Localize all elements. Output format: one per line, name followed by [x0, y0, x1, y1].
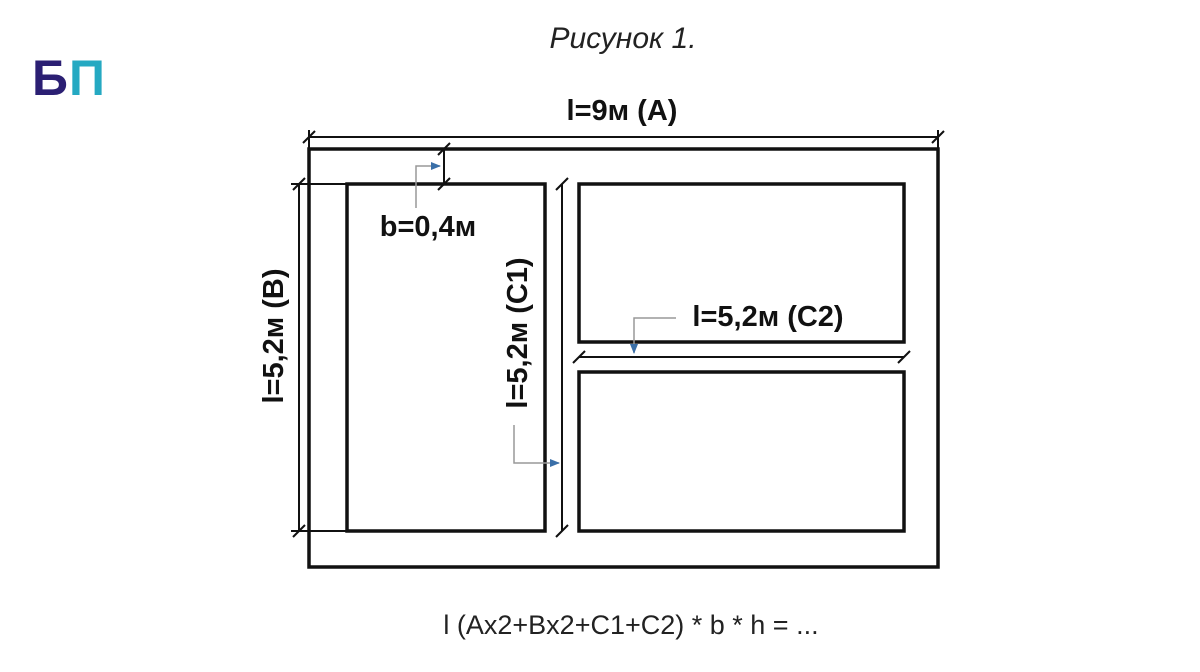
calculation-formula: l (Ax2+Bx2+C1+C2) * b * h = ...	[443, 610, 819, 640]
dimension-label-a: l=9м (A)	[567, 95, 678, 127]
figure-caption: Рисунок 1.	[549, 22, 697, 55]
bottom-right-room	[577, 370, 906, 533]
top-right-room	[577, 182, 906, 344]
dimension-line-c1	[513, 177, 569, 538]
dimension-label-b: l=5,2м (B)	[258, 268, 290, 403]
dimension-label-b-thickness: b=0,4м	[380, 211, 476, 243]
left-room	[345, 182, 547, 533]
outer-wall	[307, 147, 940, 569]
dimension-line-a	[302, 130, 945, 149]
logo-letter-b: Б	[32, 50, 69, 106]
logo: БП	[32, 50, 106, 106]
logo-letter-p: П	[68, 50, 106, 106]
dimension-label-c1: l=5,2м (C1)	[502, 257, 534, 408]
dimension-label-c2: l=5,2м (C2)	[692, 301, 843, 333]
dimension-line-b-thickness	[415, 142, 451, 208]
dimension-line-b	[291, 177, 347, 538]
dimension-line-c2	[572, 317, 911, 364]
